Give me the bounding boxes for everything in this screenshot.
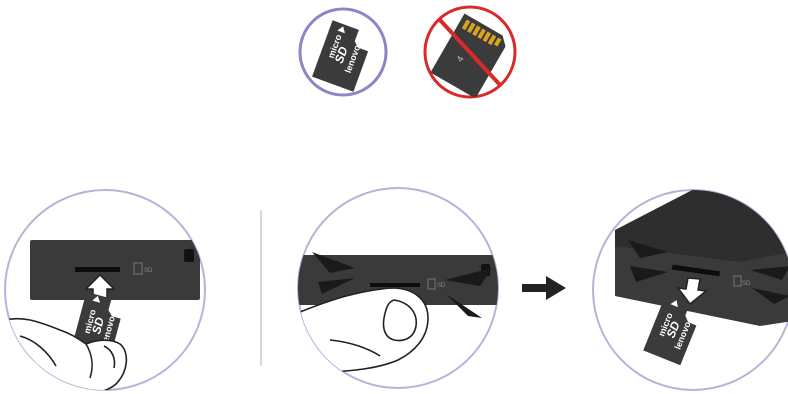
step-press-card: SD [296,188,501,388]
card-slot [370,283,420,287]
wrong-card-example: 4 [425,7,515,98]
right-arrow-icon [522,276,566,300]
svg-text:SD: SD [742,281,751,287]
step-card-ejected: SD micro SD lenovo [593,186,788,390]
card-slot [75,267,120,272]
correct-card-example: micro SD lenovo [300,9,386,95]
step-insert-card: SD micro SD lenovo [0,190,205,394]
slot-label: SD [144,268,153,274]
svg-text:SD: SD [437,283,446,289]
